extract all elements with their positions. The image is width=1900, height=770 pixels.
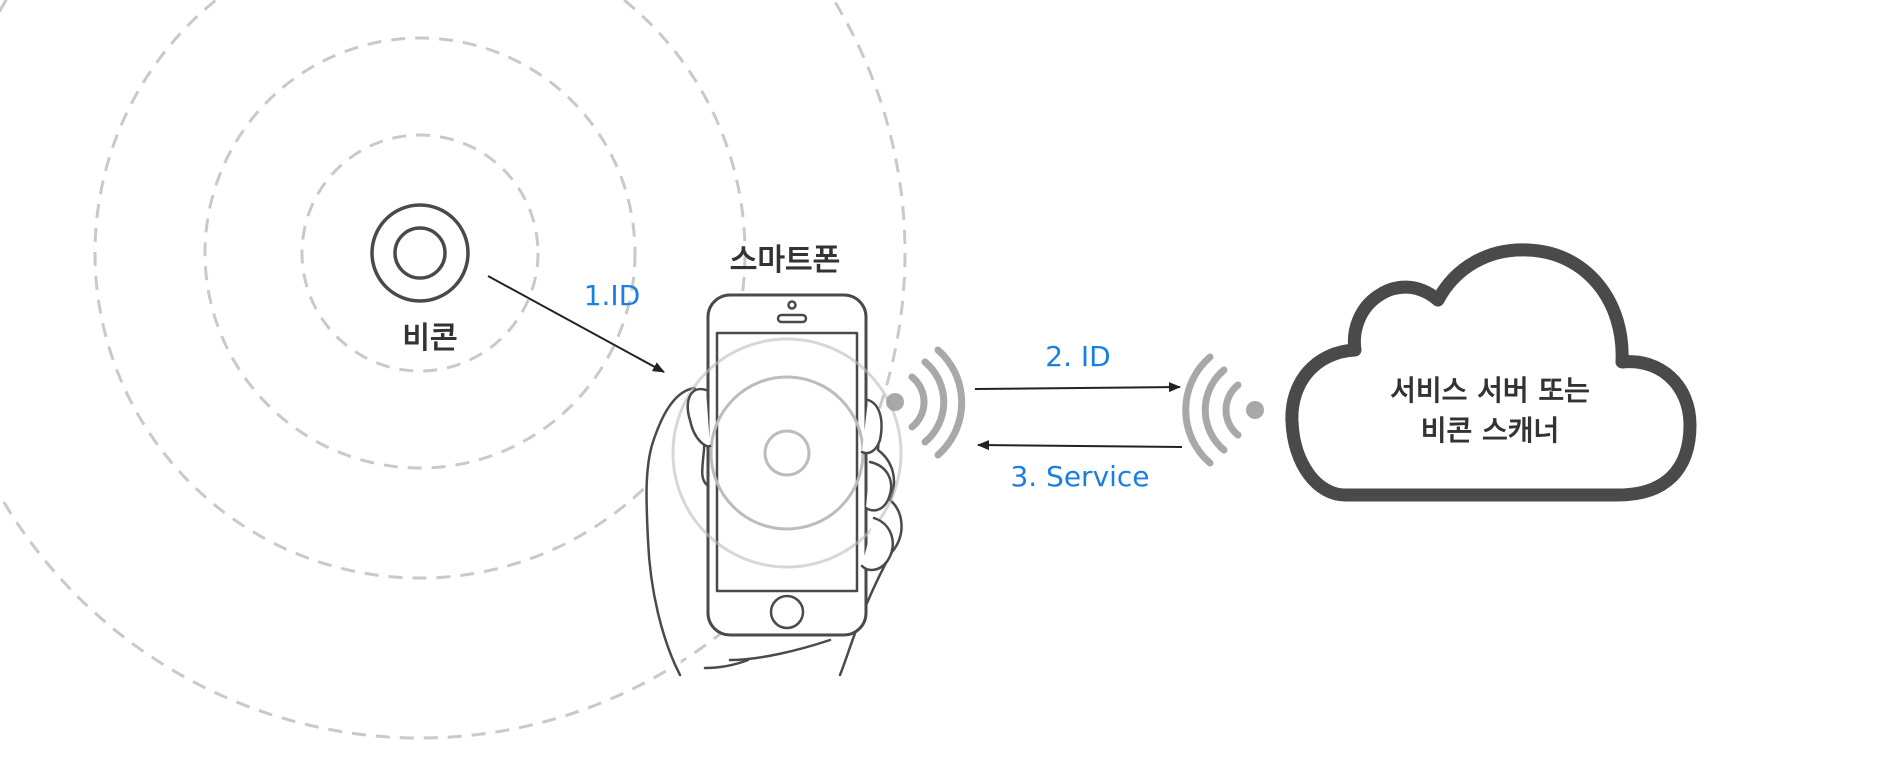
beacon-icon [370,203,470,303]
smartphone-in-hand-icon [645,293,903,677]
range-ring-4 [0,0,907,740]
step2-label: 2. ID [1045,340,1110,373]
phone-screen [715,331,859,593]
beacon-label: 비콘 [402,321,457,356]
cloud-signal-waves-icon [1182,353,1264,467]
phone-signal-waves-icon [886,346,966,459]
phone-home-button [769,594,805,630]
cloud-icon [1285,243,1697,502]
beacon-range-rings [0,0,907,740]
step1-label: 1.ID [584,279,641,312]
step3-label: 3. Service [1010,460,1149,493]
range-ring-2 [203,36,637,470]
smartphone-label: 스마트폰 [730,243,840,278]
range-ring-1 [300,133,540,373]
cloud-label-line2: 비콘 스캐너 [1421,414,1560,447]
cloud-label-line1: 서비스 서버 또는 [1390,374,1590,407]
arrow-server-to-phone [977,440,1183,451]
arrow-beacon-to-phone [487,275,665,373]
arrow-phone-to-server [974,382,1181,393]
range-ring-3 [93,0,747,580]
